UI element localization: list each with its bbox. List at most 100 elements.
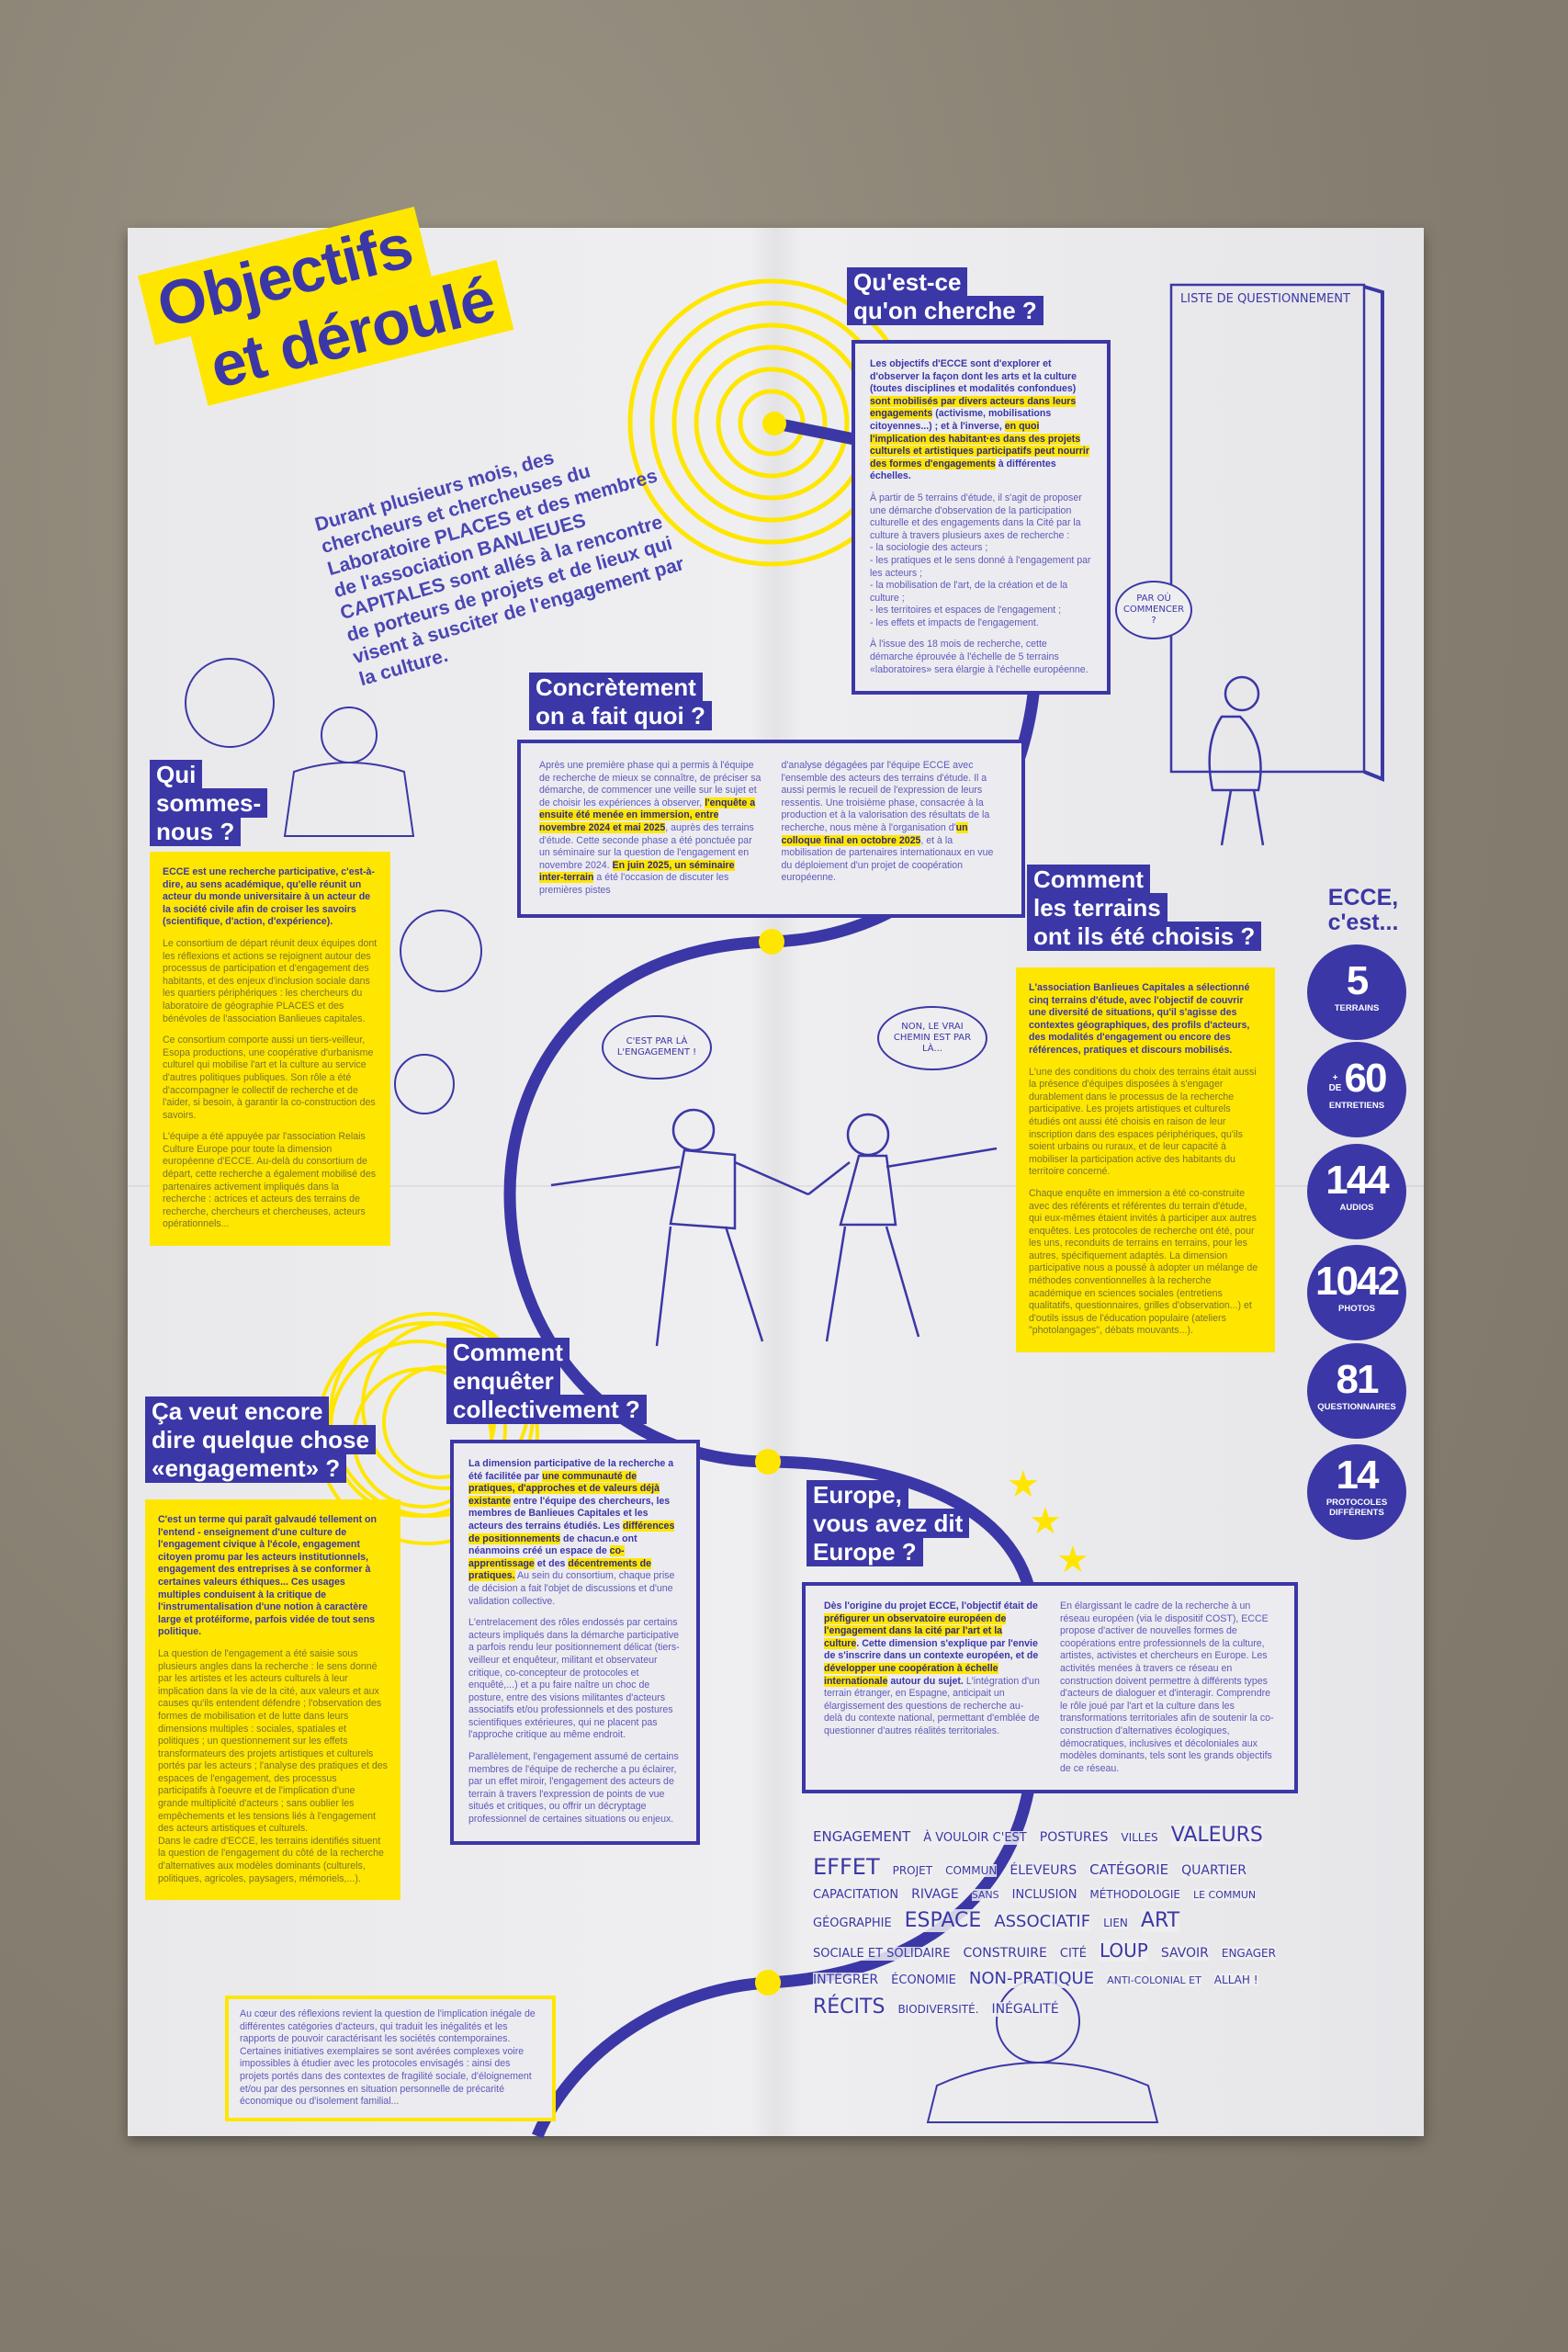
stats-title: ECCE, c'est... (1319, 886, 1407, 935)
concretement-col-2: d'analyse dégagées par l'équipe ECCE ave… (781, 760, 1004, 898)
concretement-textbox: Après une première phase qui a permis à … (517, 740, 1025, 918)
heading-terrains: Comment les terrains ont ils été choisis… (1027, 865, 1262, 951)
handwritten-word: SOCIALE ET SOLIDAIRE (813, 1947, 951, 1961)
stat-value: 14 (1336, 1453, 1380, 1498)
handwritten-word: RIVAGE (911, 1887, 959, 1902)
cherche-textbox: Les objectifs d'ECCE sont d'explorer et … (852, 340, 1111, 695)
list-item: - la sociologie des acteurs ; (870, 542, 988, 554)
list-item: - les territoires et espaces de l'engage… (870, 605, 1062, 616)
list-item: - les effets et impacts de l'engagement. (870, 616, 1039, 628)
concretement-col-1: Après une première phase qui a permis à … (539, 760, 761, 898)
text-run: de chacun.e ont néanmoins créé un espace… (468, 1532, 637, 1557)
text-run: Les objectifs d'ECCE sont d'explorer et … (870, 358, 1077, 395)
heading-line: «engagement» ? (145, 1453, 347, 1483)
stat-value: 1042 (1315, 1259, 1400, 1304)
stat-label: AUDIOS (1339, 1203, 1374, 1213)
speech-bubble: C'EST PAR LÀ L'ENGAGEMENT ! (602, 1015, 712, 1080)
heading-line: enquêter (446, 1366, 560, 1396)
handwritten-word: CONSTRUIRE (963, 1946, 1047, 1961)
terrains-paragraph: Chaque enquête en immersion a été co-con… (1029, 1187, 1258, 1337)
engagement-textbox: C'est un terme qui paraît galvaudé telle… (145, 1499, 400, 1901)
handwritten-word: ART (1140, 1909, 1180, 1932)
handwritten-word: VILLES (1121, 1831, 1158, 1844)
stat-value: 5 (1346, 958, 1370, 1003)
heading-line: sommes- (150, 788, 268, 818)
terrains-textbox: L'association Banlieues Capitales a séle… (1016, 967, 1275, 1353)
stat-label: PROTOCOLES DIFFÉRENTS (1325, 1498, 1388, 1518)
handwritten-word: ALLAH ! (1213, 1973, 1258, 1986)
list-item: - la mobilisation de l'art, de la créati… (870, 580, 1068, 604)
handwritten-word: LIEN (1103, 1917, 1128, 1929)
stat-label: PHOTOS (1338, 1304, 1375, 1314)
list-item: - les pratiques et le sens donné à l'eng… (870, 554, 1091, 579)
heading-concretement: Concrètement on a fait quoi ? (529, 673, 712, 730)
handwritten-word: SAVOIR (1160, 1946, 1209, 1961)
text-run: Au sein du consortium, chaque prise de d… (468, 1570, 675, 1607)
handwritten-word: ÉCONOMIE (891, 1973, 956, 1987)
handwritten-word: ENGAGER (1221, 1947, 1276, 1960)
stats-title-line: ECCE, (1327, 885, 1399, 910)
engagement-paragraph: La question de l'engagement a été saisie… (158, 1647, 388, 1835)
handwritten-word: MÉTHODOLOGIE (1089, 1888, 1180, 1901)
handwritten-word: À VOULOIR C'EST (923, 1831, 1027, 1845)
text-run: d'analyse dégagées par l'équipe ECCE ave… (781, 760, 990, 833)
heading-line: Europe, (807, 1480, 908, 1510)
handwritten-word: CAPACITATION (813, 1888, 899, 1902)
text-run: a été l'occasion de discuter les premièr… (539, 872, 729, 896)
star-icon: ★ (1056, 1540, 1089, 1580)
handwritten-word: ENGAGEMENT (813, 1828, 911, 1845)
star-icon: ★ (1007, 1464, 1040, 1505)
handwritten-word: BIODIVERSITÉ. (897, 2003, 979, 2016)
speech-bubble: PAR OÙ COMMENCER ? (1115, 581, 1192, 639)
text-run: et des (534, 1557, 569, 1569)
heading-europe: Europe, vous avez dit Europe ? (807, 1480, 970, 1566)
cherche-paragraph: À l'issue des 18 mois de recherche, cett… (870, 639, 1089, 675)
handwritten-word: INTÉGRER (813, 1973, 879, 1987)
handwritten-word: ASSOCIATIF (994, 1912, 1091, 1931)
heading-line: Qu'est-ce (847, 267, 968, 297)
text-run: autour du sujet. (887, 1675, 964, 1687)
heading-line: collectivement ? (446, 1395, 647, 1424)
coeur-paragraph: Au cœur des réflexions revient la questi… (240, 2008, 536, 2108)
heading-line: Concrètement (529, 673, 703, 702)
handwritten-word: COMMUN (945, 1864, 998, 1877)
handwritten-word: SANS (971, 1889, 999, 1901)
text-run: Après une première phase qui a permis à … (539, 760, 761, 808)
qui-paragraph: Le consortium de départ réunit deux équi… (163, 937, 378, 1024)
heading-engagement: Ça veut encore dire quelque chose «engag… (145, 1396, 376, 1483)
text-run: , auprès des terrains d'étude. Cette sec… (539, 821, 754, 871)
stat-value-row: 14 (1307, 1453, 1406, 1498)
cherche-lead: Les objectifs d'ECCE sont d'explorer et … (870, 358, 1092, 483)
qui-lead: ECCE est une recherche participative, c'… (163, 866, 375, 928)
heading-cherche: Qu'est-ce qu'on cherche ? (847, 267, 1043, 325)
stat-label: TERRAINS (1334, 1003, 1380, 1013)
handwritten-word: QUARTIER (1181, 1863, 1247, 1878)
star-icon: ★ (1029, 1501, 1062, 1542)
heading-enqueter: Comment enquêter collectivement ? (446, 1338, 647, 1424)
europe-col-1: Dès l'origine du projet ECCE, l'objectif… (824, 1600, 1040, 1775)
handwritten-word: GÉOGRAPHIE (813, 1917, 892, 1930)
door-label: LISTE DE QUESTIONNEMENT (1180, 292, 1350, 306)
stat-prefix: + DE (1328, 1073, 1342, 1093)
qui-textbox: ECCE est une recherche participative, c'… (150, 852, 390, 1247)
engagement-paragraph: Dans le cadre d'ECCE, les terrains ident… (158, 1835, 384, 1884)
cherche-paragraph: À partir de 5 terrains d'étude, il s'agi… (870, 492, 1082, 541)
handwritten-word: CITÉ (1059, 1947, 1087, 1961)
text-run: , et à la mobilisation de partenaires in… (781, 834, 994, 884)
handwritten-word: INÉGALITÉ (991, 2002, 1059, 2017)
heading-line: on a fait quoi ? (529, 701, 712, 730)
stat-label: ENTRETIENS (1328, 1101, 1385, 1111)
europe-textbox: Dès l'origine du projet ECCE, l'objectif… (802, 1582, 1298, 1794)
text-run: Dès l'origine du projet ECCE, l'objectif… (824, 1600, 1038, 1611)
text-run: . Cette dimension s'explique par l'envie… (824, 1637, 1039, 1662)
handwritten-word: ÉLEVEURS (1010, 1863, 1077, 1878)
handwritten-word: CATÉGORIE (1089, 1861, 1169, 1878)
highlighted-text: préfigurer un observatoire européen de l… (824, 1612, 1007, 1649)
